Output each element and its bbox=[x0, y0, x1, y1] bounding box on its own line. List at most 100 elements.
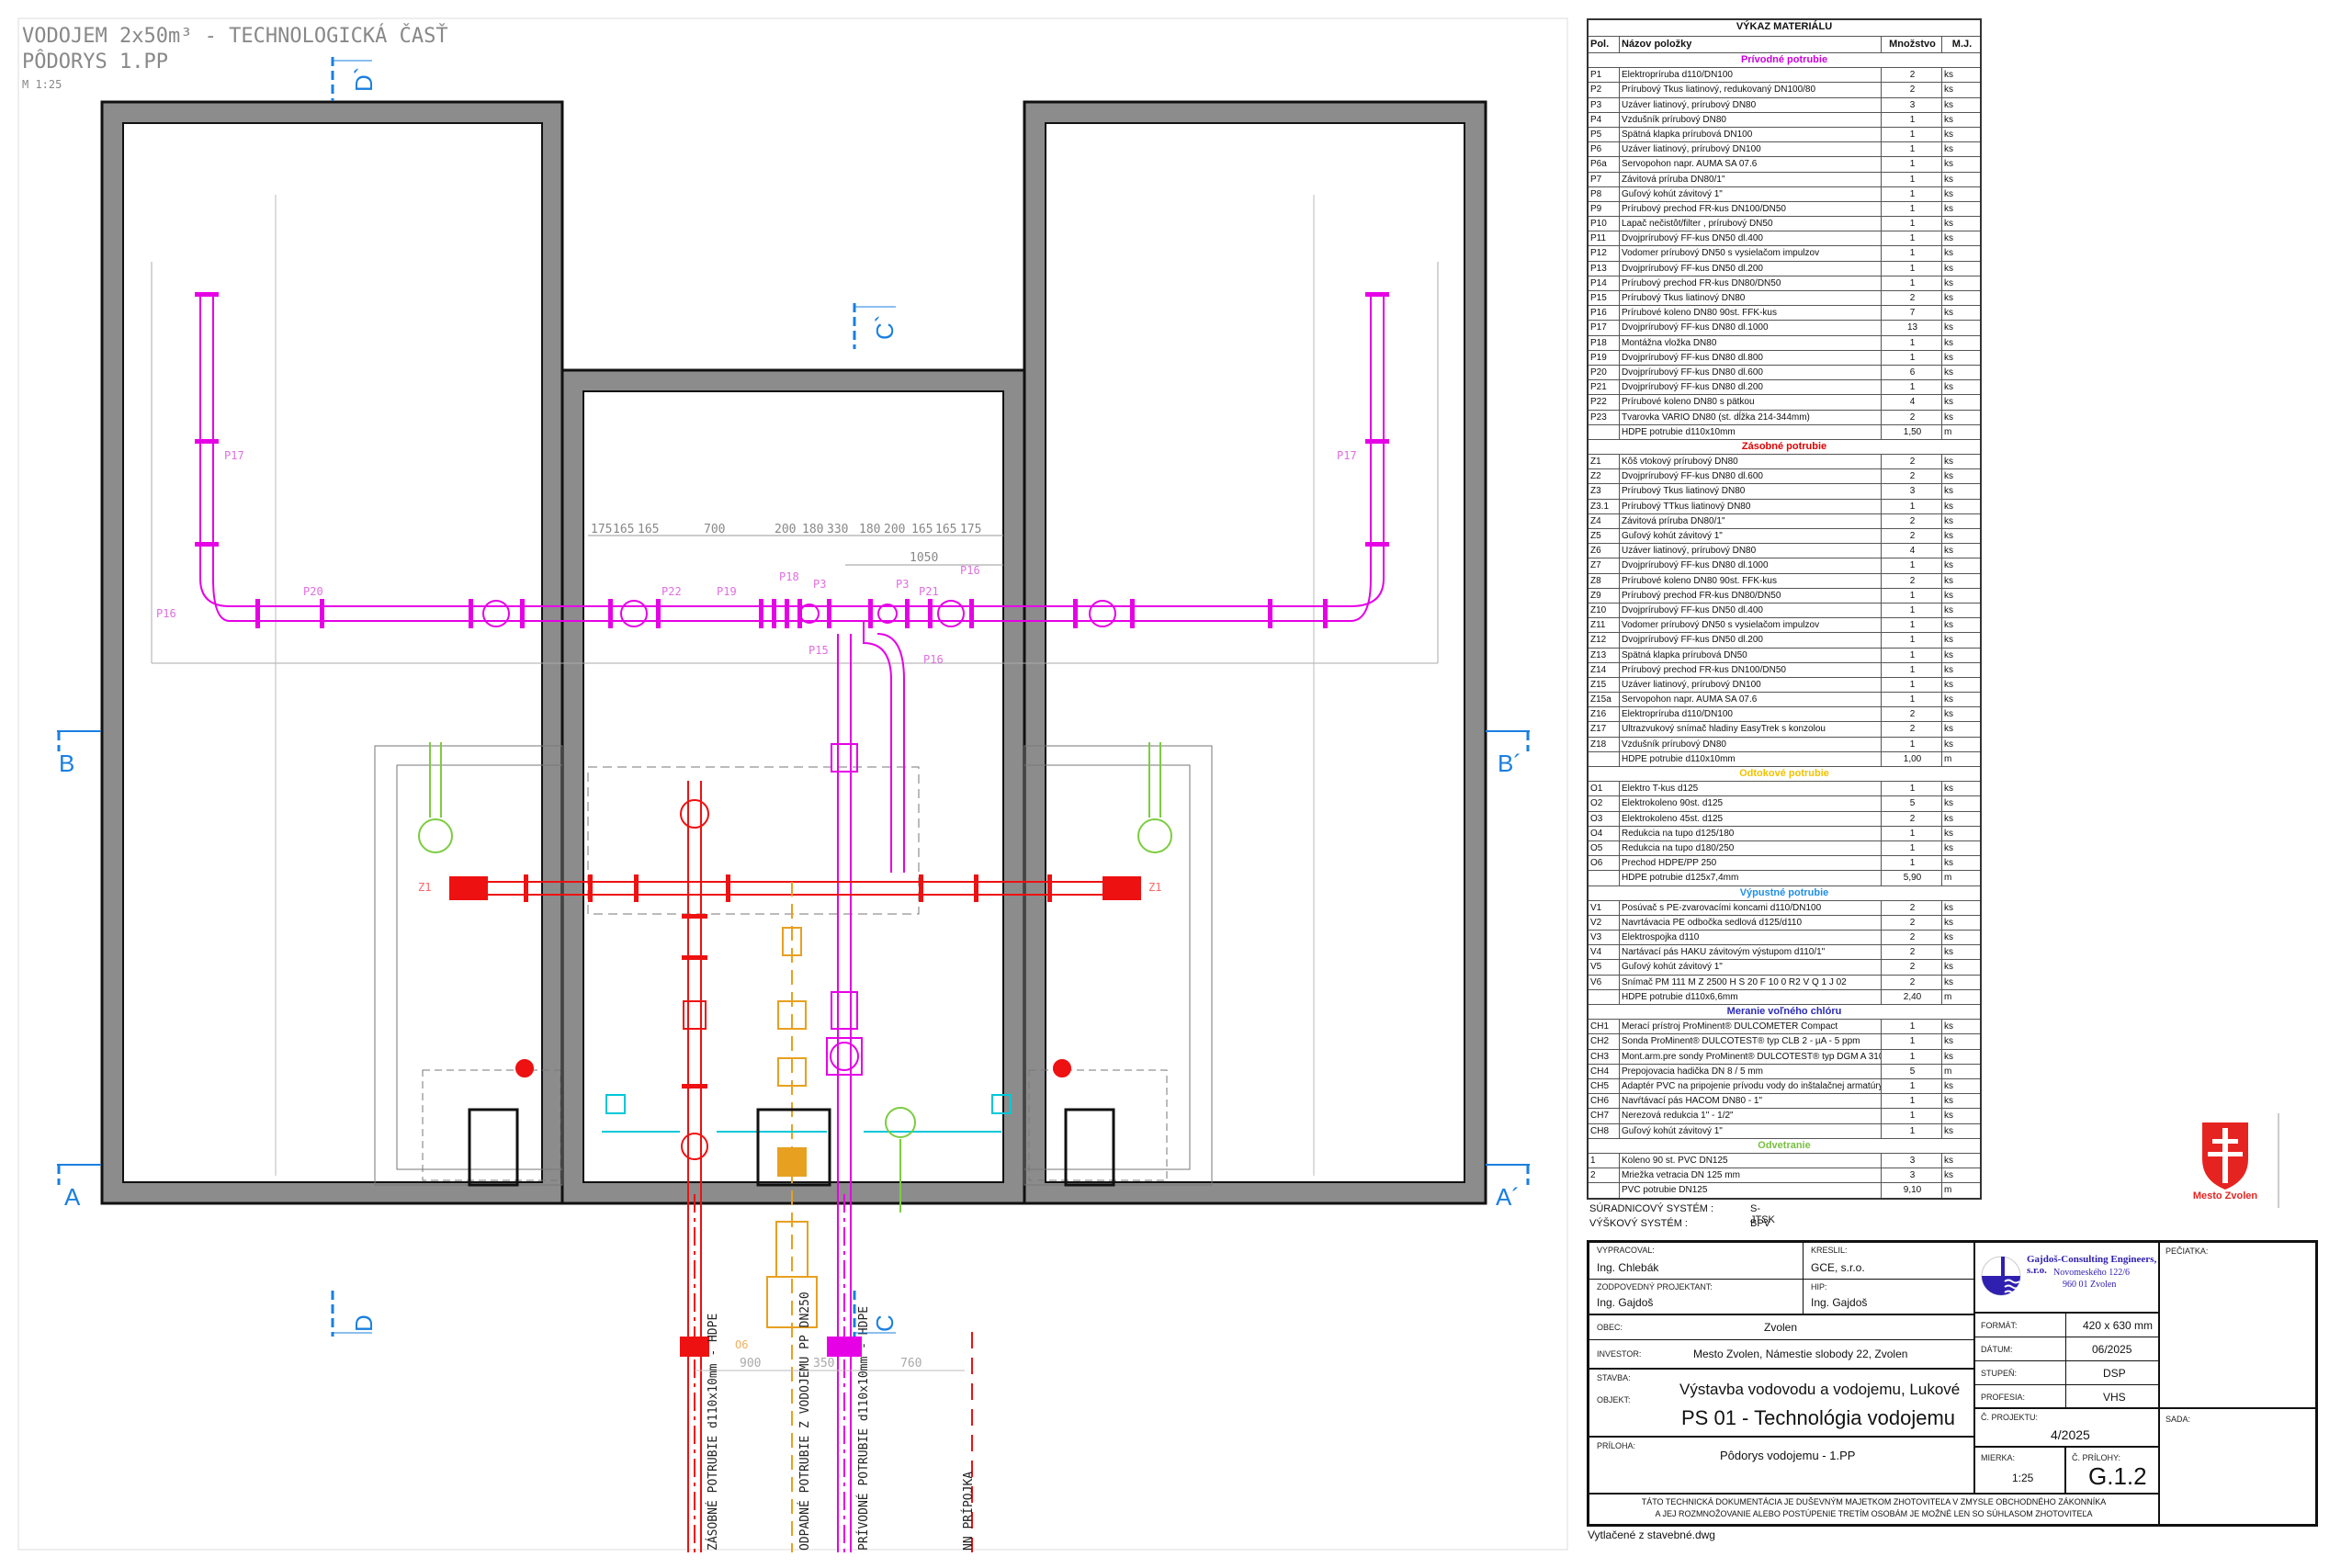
svg-text:B´: B´ bbox=[1498, 750, 1521, 777]
item-unit: ks bbox=[1944, 129, 1953, 140]
section-header: Odtokové potrubie bbox=[1589, 767, 1980, 783]
item-qty: 2 bbox=[1882, 915, 1942, 931]
item-pos: V5 bbox=[1589, 960, 1620, 975]
item-name: Vzdušník prírubový DN80 bbox=[1620, 112, 1882, 127]
investor-label: INVESTOR: bbox=[1597, 1349, 1642, 1359]
item-name: Montážna vložka DN80 bbox=[1620, 335, 1882, 350]
item-pos: CH7 bbox=[1589, 1109, 1620, 1123]
item-unit: ks bbox=[1944, 203, 1953, 214]
item-name: Prírubové koleno DN80 s pätkou bbox=[1620, 395, 1882, 410]
power-line-label: NN PRÍPOJKA bbox=[961, 1472, 976, 1551]
item-pos: P17 bbox=[1589, 321, 1620, 335]
item-unit: ks bbox=[1944, 947, 1953, 958]
item-pos: Z3.1 bbox=[1589, 499, 1620, 513]
item-unit: ks bbox=[1944, 99, 1953, 110]
item-name: Prírubové koleno DN80 90st. FFK-kus bbox=[1620, 573, 1882, 588]
item-name: Servopohon napr. AUMA SA 07.6 bbox=[1620, 693, 1882, 707]
item-qty: 1 bbox=[1882, 276, 1942, 290]
svg-text:P17: P17 bbox=[224, 449, 244, 462]
item-pos: P7 bbox=[1589, 172, 1620, 186]
item-qty: 2 bbox=[1882, 811, 1942, 826]
item-qty: 3 bbox=[1882, 1168, 1942, 1183]
item-pos: CH6 bbox=[1589, 1094, 1620, 1109]
item-qty: 1 bbox=[1882, 231, 1942, 246]
item-name: Prírubový Tkus liatinový, redukovaný DN1… bbox=[1620, 83, 1882, 97]
item-qty: 1 bbox=[1882, 856, 1942, 871]
item-unit: ks bbox=[1944, 560, 1953, 571]
item-qty: 7 bbox=[1882, 306, 1942, 321]
item-pos: Z3 bbox=[1589, 484, 1620, 499]
item-name: Lapač nečistôt/filter , prírubový DN50 bbox=[1620, 217, 1882, 231]
supply-pipe bbox=[449, 781, 1141, 1552]
datum-label: DÁTUM: bbox=[1981, 1345, 2013, 1354]
item-name: Merací prístroj ProMinent® DULCOMETER Co… bbox=[1620, 1020, 1882, 1034]
item-name: Snímač PM 111 M Z 2500 H S 20 F 10 0 R2 … bbox=[1620, 975, 1882, 989]
svg-text:165: 165 bbox=[638, 523, 659, 536]
item-qty: 1 bbox=[1882, 826, 1942, 840]
item-pos: Z6 bbox=[1589, 544, 1620, 558]
item-name: Prírubový TTkus liatinový DN80 bbox=[1620, 499, 1882, 513]
item-qty: 1 bbox=[1882, 127, 1942, 142]
item-pos: O5 bbox=[1589, 840, 1620, 856]
svg-text:175: 175 bbox=[591, 523, 612, 536]
item-unit: ks bbox=[1944, 352, 1953, 363]
item-qty: 13 bbox=[1882, 321, 1942, 335]
item-name: Guľový kohút závitový 1" bbox=[1620, 1123, 1882, 1138]
item-unit: ks bbox=[1944, 858, 1953, 869]
item-name: Guľový kohút závitový 1" bbox=[1620, 960, 1882, 975]
svg-text:760: 760 bbox=[900, 1357, 922, 1371]
item-name: Adaptér PVC na pripojenie prívodu vody d… bbox=[1620, 1078, 1882, 1094]
item-qty: 1 bbox=[1882, 1034, 1942, 1049]
mierka-value: 1:25 bbox=[2012, 1472, 2034, 1484]
item-pos: Z2 bbox=[1589, 469, 1620, 484]
item-unit: ks bbox=[1944, 635, 1953, 646]
item-name: Posúvač s PE-zvarovacími koncami d110/DN… bbox=[1620, 900, 1882, 915]
item-pos: P1 bbox=[1589, 68, 1620, 83]
item-unit: ks bbox=[1944, 114, 1953, 125]
svg-text:900: 900 bbox=[740, 1357, 761, 1371]
svg-text:B: B bbox=[59, 750, 74, 777]
item-qty: 1 bbox=[1882, 737, 1942, 751]
item-unit: ks bbox=[1944, 546, 1953, 557]
column-header: Pol. bbox=[1589, 37, 1620, 52]
item-qty: 1 bbox=[1882, 172, 1942, 186]
item-unit: ks bbox=[1944, 174, 1953, 185]
svg-text:175: 175 bbox=[960, 523, 981, 536]
height-system-value: BPV bbox=[1750, 1218, 1771, 1229]
item-name: Elektrokoleno 90st. d125 bbox=[1620, 796, 1882, 811]
svg-text:A´: A´ bbox=[1496, 1183, 1520, 1211]
item-pos: 1 bbox=[1589, 1153, 1620, 1168]
item-name: Dvojprírubový FF-kus DN80 dl.1000 bbox=[1620, 558, 1882, 573]
pipe-labels: ZÁSOBNÉ POTRUBIE d110x10mm - HDPE ODPADN… bbox=[706, 1292, 976, 1551]
item-pos: P3 bbox=[1589, 97, 1620, 112]
item-pos: P19 bbox=[1589, 350, 1620, 365]
item-pos: Z14 bbox=[1589, 662, 1620, 677]
item-name: Dvojprírubový FF-kus DN80 dl.200 bbox=[1620, 380, 1882, 395]
svg-text:180: 180 bbox=[859, 523, 880, 536]
projekt-label: Č. PROJEKTU: bbox=[1981, 1413, 2039, 1422]
item-name: Prírubový prechod FR-kus DN80/DN50 bbox=[1620, 276, 1882, 290]
item-name: Koleno 90 st. PVC DN125 bbox=[1620, 1153, 1882, 1168]
table-title: VÝKAZ MATERIÁLU bbox=[1589, 20, 1980, 37]
section-header: Výpustné potrubie bbox=[1589, 886, 1980, 901]
item-unit: ks bbox=[1944, 813, 1953, 824]
item-name: Uzáver liatinový, prírubový DN100 bbox=[1620, 142, 1882, 157]
item-qty: 2 bbox=[1882, 455, 1942, 469]
obec-value: Zvolen bbox=[1764, 1321, 1798, 1334]
item-pos: Z7 bbox=[1589, 558, 1620, 573]
